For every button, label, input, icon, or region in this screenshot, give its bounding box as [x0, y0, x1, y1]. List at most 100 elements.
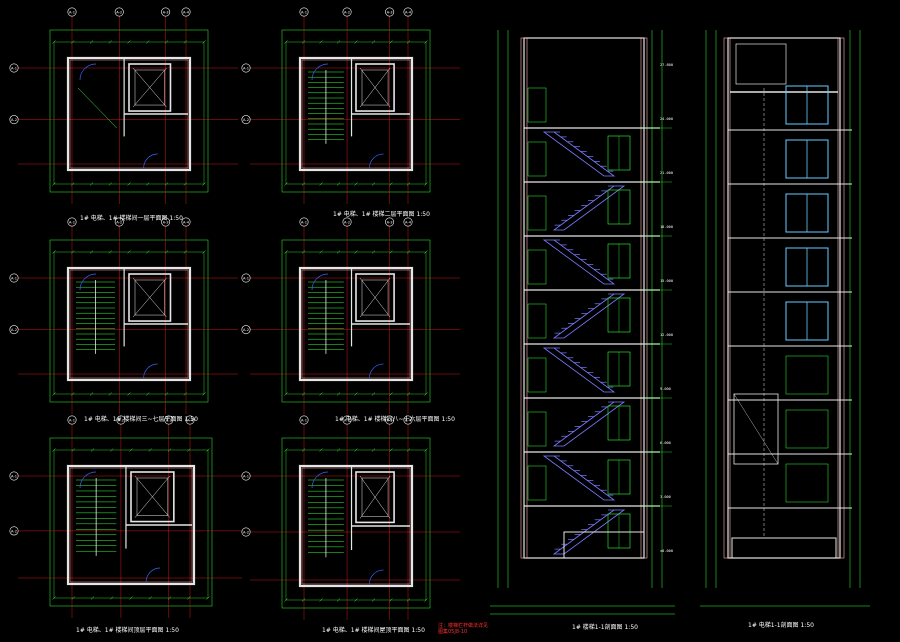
dimension-tick [354, 598, 358, 602]
dimension-tick [127, 392, 131, 396]
dimension-tick [336, 448, 341, 452]
door-swing [311, 273, 329, 291]
section-2-caption: 1# 电梯1-1剖面图 1:50 [748, 622, 814, 629]
elevator-cross [359, 277, 391, 318]
elevator-cross [132, 67, 167, 108]
dimension-tick [284, 598, 288, 602]
dimension-tick [406, 448, 411, 452]
axis-bubble [241, 63, 251, 73]
axis-bubble-label: A-3 [163, 11, 169, 15]
axis-bubble [342, 7, 352, 17]
elevator-shaft [128, 273, 172, 322]
dimension-frame [49, 29, 209, 193]
axis-bubble [181, 217, 191, 227]
axis-bubble-label: A-4 [405, 419, 412, 423]
axis-bubble [403, 7, 413, 17]
elevation-label: 24.000 [660, 117, 673, 121]
dimension-tick [52, 448, 56, 452]
door-swing [79, 471, 97, 489]
dimension-tick [108, 182, 112, 186]
dimension-tick [202, 392, 206, 396]
dimension-tick [127, 250, 131, 254]
axis-bubble-label: A-1 [301, 419, 307, 423]
axis-bubble [299, 7, 309, 17]
axis-bubble-label: A-3 [387, 419, 393, 423]
dimension-tick [284, 448, 288, 452]
dimension-tick [71, 182, 75, 186]
dimension-tick [406, 40, 411, 44]
dimension-tick [389, 392, 393, 396]
section-1-caption: 1# 楼梯1-1剖面图 1:50 [572, 624, 638, 631]
section-wall-left [520, 37, 528, 559]
dimension-tick [52, 392, 56, 396]
axis-bubble [181, 7, 191, 17]
dimension-tick [108, 250, 112, 254]
axis-bubble-label: A-3 [387, 221, 393, 225]
axis-bubble-label: A-2 [11, 328, 17, 332]
dimension-tick [284, 250, 288, 254]
elevation-label: ±0.000 [660, 549, 673, 553]
dimension-tick [110, 596, 114, 600]
door-frame [527, 249, 547, 285]
dimension-tick [127, 40, 131, 44]
dimension-tick [164, 392, 169, 396]
axis-bubble [9, 115, 19, 125]
elevator-car [361, 477, 389, 517]
plan-2-caption: 1# 电梯、1# 楼梯二层平面图 1:50 [333, 211, 430, 218]
axis-bubble-label: A-1 [11, 475, 17, 479]
dimension-tick [202, 182, 206, 186]
door-swing [311, 471, 329, 489]
door-frame [527, 87, 547, 123]
dimension-tick [89, 40, 94, 44]
axis-bubble-label: A-1 [69, 419, 75, 423]
elevation-label: 3.000 [660, 495, 671, 499]
dimension-tick [71, 596, 75, 600]
dimension-tick [129, 596, 133, 600]
dimension-tick [90, 596, 95, 600]
door-frame [527, 411, 547, 447]
dimension-tick [319, 448, 323, 452]
dimension-tick [354, 448, 358, 452]
exterior-wall [66, 56, 192, 172]
dimension-tick [319, 250, 323, 254]
dimension-tick [187, 596, 191, 600]
dimension-tick [71, 40, 75, 44]
dimension-tick [301, 448, 306, 452]
axis-bubble [161, 217, 171, 227]
axis-bubble-label: A-1 [69, 221, 75, 225]
dimension-tick [164, 40, 169, 44]
dimension-tick [164, 250, 169, 254]
dimension-frame [49, 239, 209, 403]
dimension-tick [354, 40, 358, 44]
dimension-frame [281, 239, 431, 403]
axis-bubble [67, 7, 77, 17]
axis-bubble [67, 415, 77, 425]
elevator-car [134, 279, 165, 316]
exterior-wall [66, 266, 192, 382]
door-swing [143, 363, 158, 379]
axis-bubble [241, 115, 251, 125]
axis-bubble [385, 415, 395, 425]
door-frame [527, 465, 547, 501]
axis-bubble-label: A-2 [243, 328, 249, 332]
dimension-tick [187, 448, 191, 452]
stair-run [77, 87, 117, 129]
pit-outline [563, 531, 645, 559]
exterior-wall [298, 464, 414, 588]
dimension-tick [389, 250, 393, 254]
dimension-tick [301, 182, 306, 186]
dimension-tick [202, 250, 206, 254]
dimension-tick [336, 250, 341, 254]
elevator-door [785, 463, 829, 503]
dimension-tick [354, 392, 358, 396]
axis-bubble [161, 7, 171, 17]
dimension-tick [284, 182, 288, 186]
dimension-tick [389, 40, 393, 44]
axis-bubble-label: A-4 [187, 419, 194, 423]
exterior-wall [66, 464, 196, 586]
dimension-tick [108, 392, 112, 396]
axis-bubble-label: A-2 [344, 11, 350, 15]
